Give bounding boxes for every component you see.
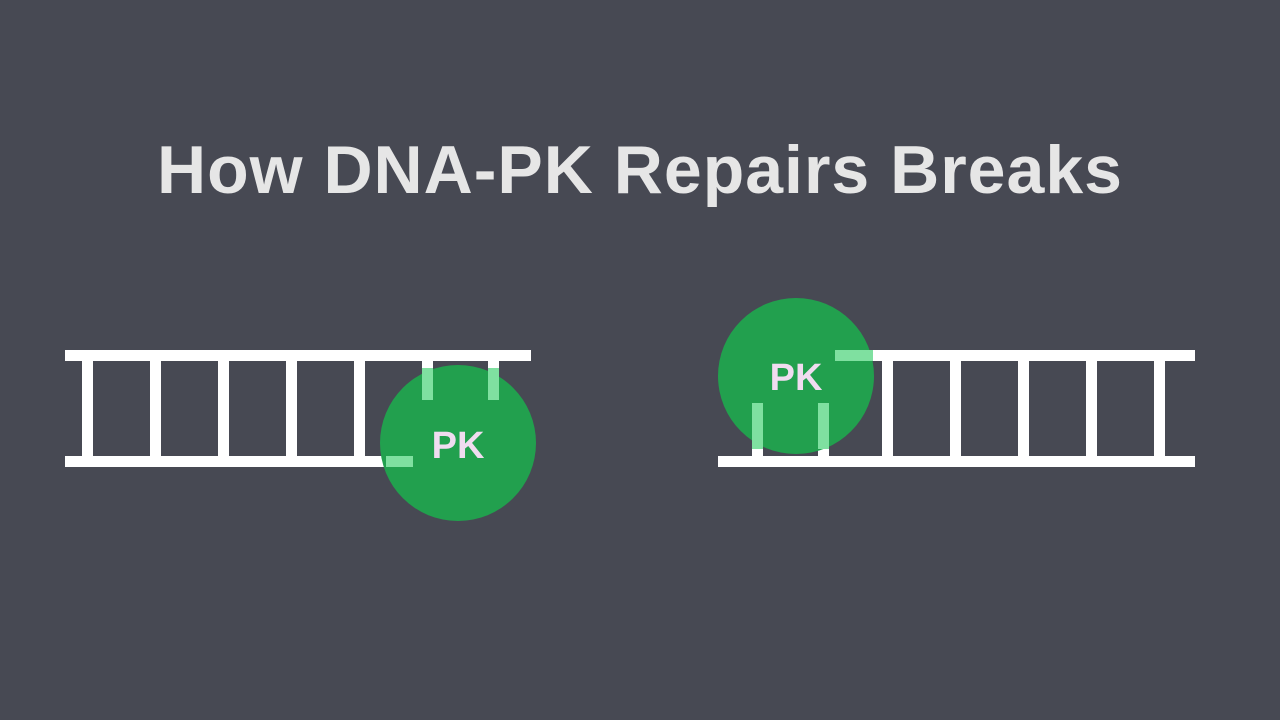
left-pk-label: PK bbox=[432, 425, 485, 467]
left-pk-overlay-rung bbox=[422, 368, 433, 400]
right-dna-rung bbox=[1154, 355, 1165, 463]
left-dna-top-strand bbox=[65, 350, 531, 361]
left-dna-rung bbox=[218, 355, 229, 463]
right-pk-overlay-rung bbox=[818, 403, 829, 449]
right-dna-top-strand bbox=[835, 350, 1195, 361]
left-dna-rung bbox=[286, 355, 297, 463]
left-pk-overlay-strand bbox=[386, 456, 413, 467]
left-dna-bottom-strand bbox=[65, 456, 415, 467]
left-pk-protein: PK bbox=[380, 365, 536, 521]
right-dna-rung bbox=[950, 355, 961, 463]
left-dna-rung bbox=[150, 355, 161, 463]
right-dna-rung bbox=[882, 355, 893, 463]
right-pk-label: PK bbox=[770, 357, 823, 399]
left-dna-rung bbox=[82, 355, 93, 463]
right-pk-overlay-strand bbox=[835, 350, 873, 361]
right-dna-rung bbox=[1086, 355, 1097, 463]
left-pk-overlay-rung bbox=[488, 368, 499, 400]
left-dna-rung bbox=[354, 355, 365, 463]
right-pk-protein: PK bbox=[718, 298, 874, 454]
left-pk-circle bbox=[380, 365, 536, 521]
right-dna-rung bbox=[1018, 355, 1029, 463]
page-title: How DNA-PK Repairs Breaks bbox=[157, 132, 1123, 208]
right-pk-overlay-rung bbox=[752, 403, 763, 449]
